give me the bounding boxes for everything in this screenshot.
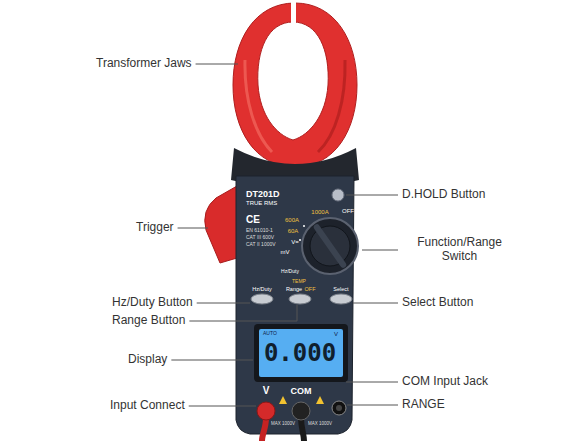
lcd-screen (259, 329, 343, 377)
leader-line (362, 250, 398, 251)
display-bezel (254, 324, 348, 382)
knob-pointer (313, 223, 348, 269)
black-plug (292, 402, 310, 420)
transformer-jaws (233, 3, 357, 167)
dial-mark: TEMP (292, 279, 306, 285)
hold-button (332, 189, 344, 201)
dial-mark: 600A (285, 217, 299, 224)
model-name: DT201D (246, 189, 280, 199)
lcd-indicator: V (334, 331, 338, 338)
leader-line (196, 64, 238, 65)
dial-mark: V= (291, 239, 299, 246)
dial-mark: OFF (342, 208, 354, 215)
range-button (289, 294, 311, 304)
leader-line (347, 405, 398, 406)
range-jack (332, 401, 346, 415)
select-button (330, 294, 352, 304)
dial-mark: Hz/Duty (281, 269, 299, 275)
black-lead (301, 418, 304, 441)
callout-label: Range Button (112, 314, 185, 328)
callout-label: Function/Range Switch (402, 236, 517, 264)
jaw-shade (318, 60, 345, 152)
red-lead (262, 418, 266, 441)
callout-label: COM Input Jack (402, 375, 488, 389)
jack-label: V (263, 385, 270, 397)
leader-line (171, 360, 253, 361)
safety-text: CAT II 1000V (246, 242, 276, 248)
meter-body (236, 176, 354, 434)
rotary-knob (302, 218, 358, 274)
button-text: Range (286, 286, 302, 292)
leader-line (346, 382, 398, 383)
leader-line (353, 303, 398, 304)
callout-label: RANGE (402, 398, 445, 412)
leader-line (197, 303, 250, 304)
jack-label: COM (291, 386, 312, 396)
dial-mark: 60A (288, 228, 299, 235)
safety-text: CAT III 600V (246, 235, 274, 241)
button-text: Hz/Duty (252, 286, 272, 292)
jack-rating: MAX 1000V (308, 421, 332, 426)
range-jack-hole (336, 405, 342, 411)
callout-label: Trigger (136, 221, 174, 235)
button-text: Select (333, 286, 348, 292)
button-text: OFF (305, 286, 316, 292)
lcd-indicator: AUTO (263, 331, 277, 337)
jaw-highlight (245, 60, 272, 152)
callout-label: Transformer Jaws (96, 57, 192, 71)
jaw-gap (291, 0, 296, 26)
callout-label: D.HOLD Button (402, 188, 485, 202)
dial-mark: 1000A (311, 209, 328, 216)
jack-rating: MAX 1000V (271, 421, 295, 426)
callout-label: Hz/Duty Button (112, 296, 193, 310)
red-plug (257, 402, 275, 420)
lcd-digits: 0.000 (264, 340, 336, 368)
ce-mark: CE (246, 214, 260, 226)
callout-label: Display (128, 353, 167, 367)
mode-dot (299, 239, 301, 241)
leader-line (189, 406, 256, 407)
model-subtitle: TRUE RMS (246, 200, 277, 207)
hz-duty-button (251, 294, 273, 304)
mode-dot (303, 225, 305, 227)
safety-text: EN 61010-1 (246, 228, 273, 234)
warning-triangle (279, 396, 287, 404)
callout-label: Select Button (402, 296, 473, 310)
callout-label: Input Connect (110, 399, 185, 413)
warning-triangle (316, 396, 324, 404)
leader-line (346, 195, 398, 196)
leader-line (189, 305, 297, 321)
dial-mark: mV (281, 249, 290, 256)
trigger-shape (205, 186, 237, 263)
leader-line (178, 228, 208, 229)
